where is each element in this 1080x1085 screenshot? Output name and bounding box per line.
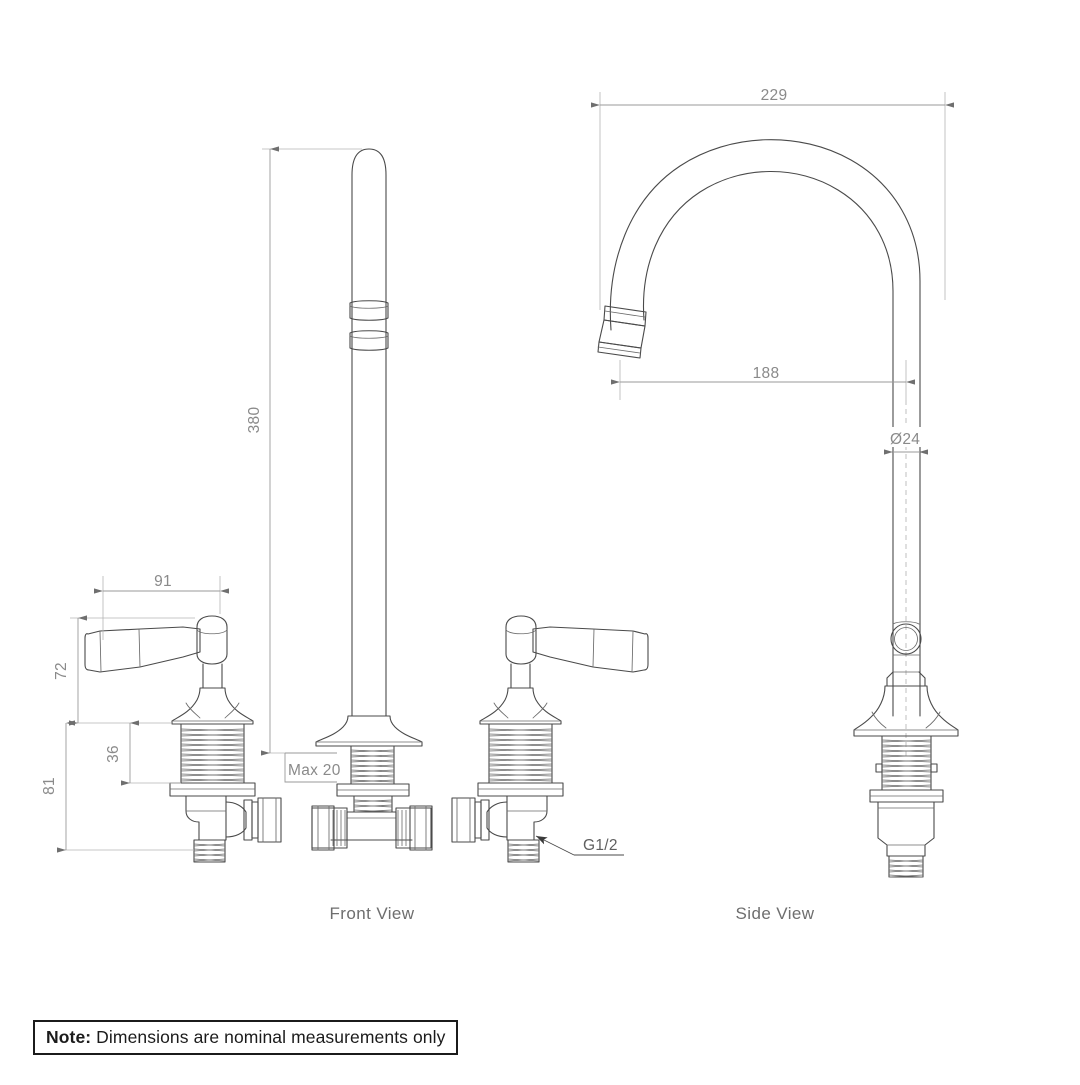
side-view-title: Side View — [736, 904, 815, 923]
right-tap-inlet-thread — [507, 839, 540, 863]
right-tap-lever-handle — [505, 615, 649, 673]
left-tap-compression-fitting — [243, 797, 282, 843]
note-label: Note: — [46, 1027, 92, 1047]
spout-base-shroud — [315, 715, 423, 747]
spout-backnut-plate — [336, 783, 410, 797]
spout-upper-ring — [349, 300, 389, 321]
side-view-threaded-shank — [875, 735, 938, 791]
dimension-label-380: 380 — [246, 407, 263, 434]
right-tap-stem — [510, 663, 531, 689]
side-view-spout-outlet — [597, 305, 647, 359]
dimension-outlet-reach-188: 188 — [610, 360, 916, 400]
right-tap-backnut-plate — [477, 782, 564, 797]
dimension-overall-height-380: 380 — [246, 146, 362, 756]
front-view-group: 91 72 81 36 — [41, 146, 649, 923]
left-tap-body-shroud — [171, 687, 254, 725]
spout-left-coupling — [311, 805, 346, 851]
dimension-label-81: 81 — [41, 777, 58, 795]
front-view-center-spout — [311, 148, 433, 851]
left-tap-thread-lines — [180, 728, 245, 782]
dimension-label-dia-24: Ø24 — [890, 431, 920, 448]
spout-threaded-shank — [350, 745, 395, 785]
front-view-left-tap — [84, 615, 282, 863]
spout-right-coupling — [397, 805, 433, 851]
side-view-spout-arc — [609, 139, 921, 717]
dimension-handle-height-72: 72 — [53, 615, 195, 726]
left-tap-threaded-shank — [180, 723, 245, 784]
dimension-label-91: 91 — [154, 573, 172, 590]
left-tap-backnut-plate — [169, 782, 256, 797]
side-view-swivel-ring — [890, 621, 922, 656]
dimension-below-deck-81: 81 — [41, 720, 194, 853]
dimension-max-deck-thickness: Max 20 — [284, 752, 348, 783]
note-box: Note: Dimensions are nominal measurement… — [33, 1020, 459, 1056]
callout-g12-connection: G1/2 — [535, 835, 624, 856]
right-tap-body-shroud — [479, 687, 562, 725]
front-view-dimensions: 91 72 81 36 — [41, 146, 624, 856]
spout-tee-body — [311, 807, 432, 849]
left-tap-lower-body — [185, 795, 247, 841]
dimension-label-36: 36 — [105, 745, 122, 763]
right-tap-compression-fitting — [451, 797, 490, 843]
front-view-right-tap — [451, 615, 649, 863]
dimension-handle-width-91: 91 — [93, 572, 230, 640]
dimension-label-188: 188 — [753, 365, 780, 382]
dimension-label-72: 72 — [53, 662, 70, 680]
spout-lower-thread — [353, 795, 393, 813]
dimension-thread-length-36: 36 — [105, 720, 181, 786]
side-view-base-shroud — [853, 685, 959, 737]
callout-label-g12: G1/2 — [583, 837, 618, 854]
side-view-backnut-plate — [869, 789, 944, 803]
left-tap-lever-handle — [84, 615, 228, 673]
note-text: Dimensions are nominal measurements only — [91, 1027, 446, 1047]
right-tap-threaded-shank — [488, 723, 553, 784]
side-view-group: 229 188 Ø24 Side View — [590, 84, 959, 923]
dimension-spout-reach-229: 229 — [590, 84, 955, 310]
dimension-label-229: 229 — [761, 87, 788, 104]
spout-lower-ring — [349, 330, 389, 351]
right-tap-lower-body — [486, 795, 548, 841]
side-view-dimensions: 229 188 Ø24 — [590, 84, 955, 455]
side-view-lower-body — [877, 801, 935, 857]
side-view-inlet-thread — [888, 855, 924, 878]
left-tap-stem — [202, 663, 223, 689]
dimension-tube-diameter-24: Ø24 — [883, 427, 936, 455]
front-view-title: Front View — [330, 904, 415, 923]
left-tap-inlet-thread — [193, 839, 226, 863]
dimension-label-max-20: Max 20 — [288, 762, 341, 779]
